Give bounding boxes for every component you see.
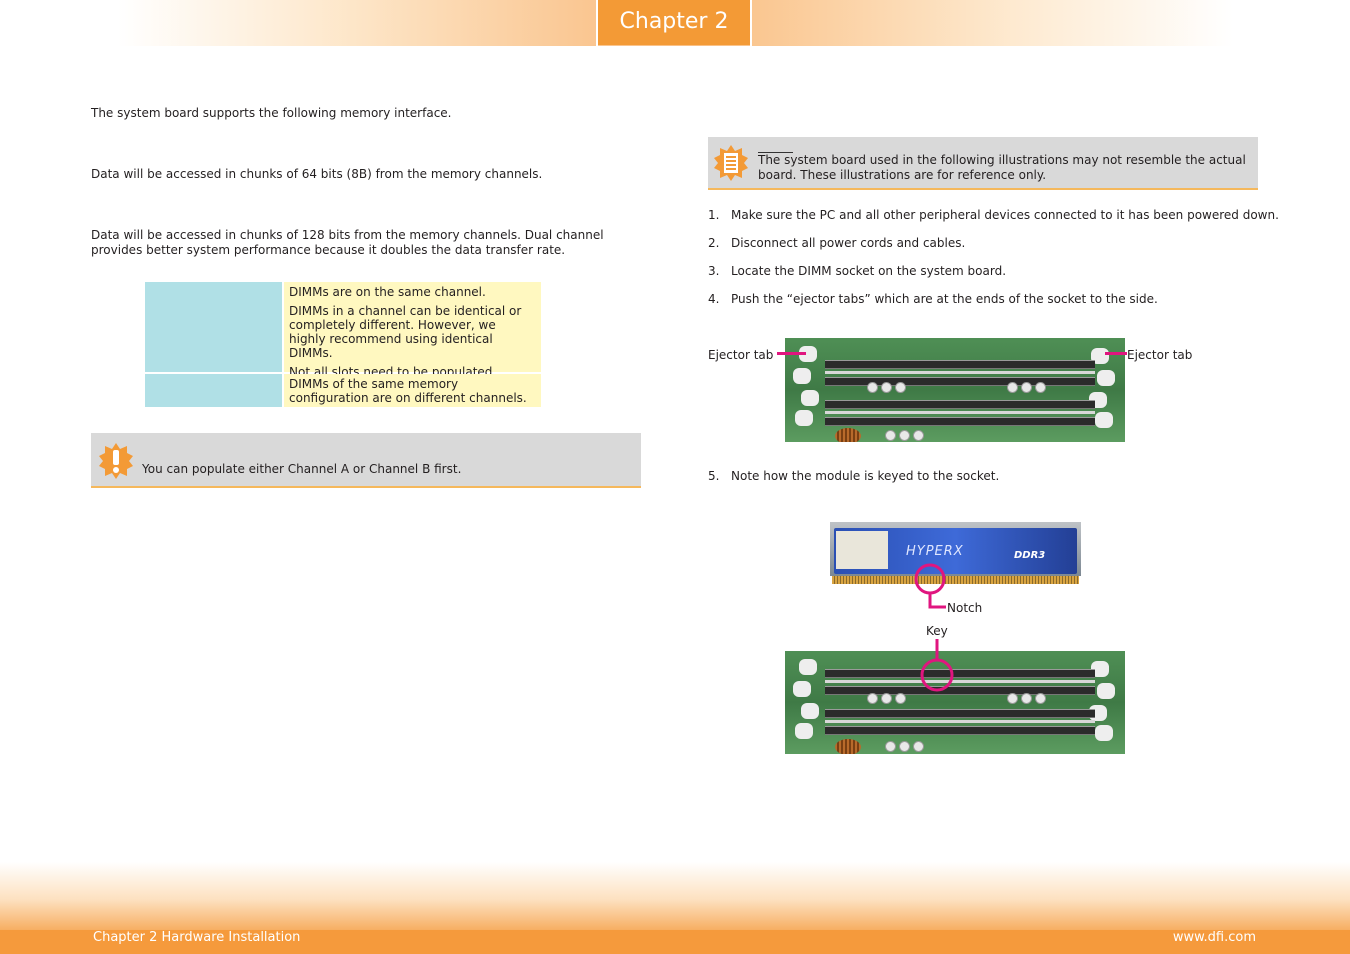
footer-glow	[0, 862, 1350, 930]
step-number: 5.	[708, 469, 720, 483]
table-cell-label	[145, 374, 282, 407]
ejector-label-left: Ejector tab	[708, 348, 774, 362]
memory-module: HYPERX DDR3	[830, 522, 1081, 584]
note-text: You can populate either Channel A or Cha…	[142, 462, 462, 476]
step-number: 4.	[708, 292, 720, 306]
footer-bar	[0, 930, 1350, 954]
illustration-note-box: The system board used in the following i…	[708, 137, 1258, 190]
notch-label: Notch	[947, 601, 983, 615]
table-cell-label	[145, 282, 282, 372]
ejector-pointer-right	[1105, 352, 1127, 355]
module-type: DDR3	[1014, 550, 1046, 561]
step-number: 1.	[708, 208, 720, 222]
notch-marker	[914, 563, 946, 609]
key-marker	[920, 639, 954, 692]
chapter-tab: Chapter 2	[598, 0, 750, 45]
note-box: You can populate either Channel A or Cha…	[91, 433, 641, 488]
header-separator	[750, 0, 752, 46]
step-item: 4. Push the “ejector tabs” which are at …	[708, 292, 1268, 307]
memory-intro: The system board supports the following …	[91, 106, 452, 120]
table-cell-description: DIMMs of the same memory configuration a…	[284, 374, 541, 407]
header-separator	[596, 0, 598, 46]
illustration-note-text: The system board used in the following i…	[758, 153, 1246, 182]
step-text: Note how the module is keyed to the sock…	[731, 469, 1000, 483]
dual-channel-text: Data will be accessed in chunks of 128 b…	[91, 228, 604, 257]
step-number: 2.	[708, 236, 720, 250]
footer-website-link[interactable]: www.dfi.com	[1172, 930, 1256, 945]
table-line: DIMMs are on the same channel.	[289, 285, 486, 299]
step-text: Push the “ejector tabs” which are at the…	[731, 292, 1158, 306]
step-item: 3. Locate the DIMM socket on the system …	[708, 264, 1268, 279]
ejector-pointer-left	[777, 352, 806, 355]
single-channel-text: Data will be accessed in chunks of 64 bi…	[91, 167, 543, 181]
footer-chapter-title: Chapter 2 Hardware Installation	[93, 930, 301, 945]
table-line: DIMMs in a channel can be identical or c…	[289, 304, 522, 360]
key-label: Key	[926, 624, 948, 638]
step-text: Disconnect all power cords and cables.	[731, 236, 966, 250]
step-text: Make sure the PC and all other periphera…	[731, 208, 1279, 222]
warning-icon	[99, 443, 133, 479]
step-item: 2. Disconnect all power cords and cables…	[708, 236, 1268, 251]
ejector-label-right: Ejector tab	[1127, 348, 1193, 362]
note-icon	[714, 145, 748, 181]
step-item: 5. Note how the module is keyed to the s…	[708, 469, 1268, 484]
step-text: Locate the DIMM socket on the system boa…	[731, 264, 1007, 278]
step-number: 3.	[708, 264, 720, 278]
step-item: 1. Make sure the PC and all other periph…	[708, 208, 1279, 223]
dimm-socket-photo	[785, 338, 1125, 442]
note-divider	[758, 152, 793, 153]
dimm-socket-key-photo	[785, 651, 1125, 754]
table-cell-description: DIMMs are on the same channel. DIMMs in …	[284, 282, 541, 379]
table-line: DIMMs of the same memory configuration a…	[289, 377, 527, 405]
module-brand: HYPERX	[906, 544, 964, 559]
